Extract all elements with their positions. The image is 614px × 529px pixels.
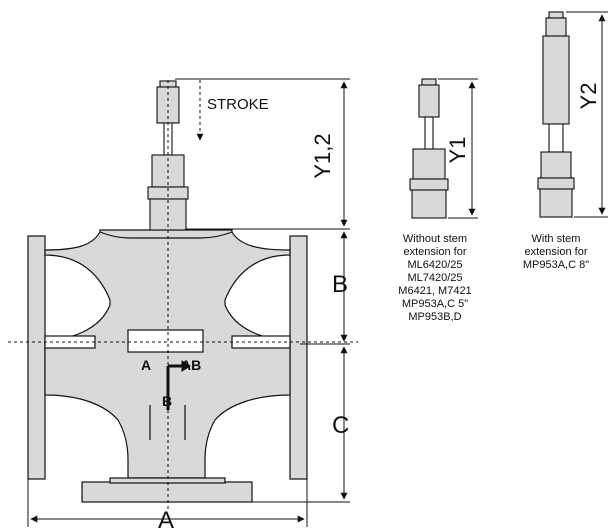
dimension-lines xyxy=(27,11,608,527)
stem-y1 xyxy=(409,78,449,219)
stem-rod xyxy=(163,122,173,156)
port-ab-label: AB xyxy=(181,357,201,373)
right-flange xyxy=(289,235,308,480)
center-port xyxy=(127,329,204,353)
stem-y2 xyxy=(537,11,575,218)
center-lines xyxy=(8,80,358,510)
y1-label: Y1 xyxy=(445,137,470,164)
flow-arrows xyxy=(166,360,191,410)
dim-c-label: C xyxy=(332,412,349,439)
bottom-port-lines xyxy=(149,405,186,440)
y2-label: Y2 xyxy=(576,83,601,110)
without-extension-note: Without stem extension for ML6420/25 ML7… xyxy=(398,233,472,323)
with-extension-note: With stem extension for MP953A,C 8" xyxy=(522,233,590,271)
dim-a-label: A xyxy=(158,507,174,529)
y12-label: Y1,2 xyxy=(310,133,335,178)
body-top xyxy=(99,231,233,239)
stroke-label: STROKE xyxy=(207,96,269,113)
port-a-label: A xyxy=(141,357,151,373)
left-flange xyxy=(27,235,46,480)
dim-b-label: B xyxy=(332,271,348,298)
base-plate xyxy=(81,481,253,503)
port-b-label: B xyxy=(162,393,172,409)
